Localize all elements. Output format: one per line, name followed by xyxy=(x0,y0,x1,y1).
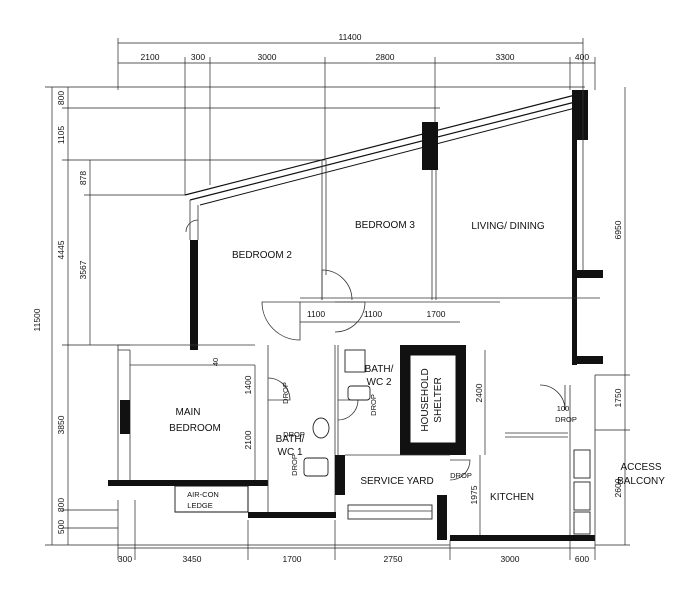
dim-top-5: 400 xyxy=(575,52,589,62)
label-drop-2: DROP xyxy=(369,394,378,416)
label-drop-1: DROP xyxy=(281,382,290,404)
dim-left-3: 3850 xyxy=(56,415,66,434)
label-aircon-ledge-line1: AIR-CON xyxy=(187,490,219,499)
dim-int-8: 40 xyxy=(211,358,220,366)
dim-int-5: 2400 xyxy=(474,383,484,402)
label-kitchen: KITCHEN xyxy=(490,492,534,503)
fixtures xyxy=(303,349,591,535)
dim-right-0: 6950 xyxy=(613,220,623,239)
dim-bottom-1: 3450 xyxy=(183,554,202,564)
dim-left-0: 800 xyxy=(56,91,66,105)
dim-int-1: 1100 xyxy=(364,309,383,319)
label-household-shelter-line2: SHELTER xyxy=(433,377,444,422)
dim-int-7: 100 xyxy=(557,404,570,413)
label-aircon-ledge-line2: LEDGE xyxy=(187,501,212,510)
dim-bottom-3: 2750 xyxy=(384,554,403,564)
dim-top-1: 300 xyxy=(191,52,205,62)
dim-int-2: 1700 xyxy=(427,309,446,319)
dim-left-2: 4445 xyxy=(56,240,66,259)
drop-labels: DROP DROP DROP DROP DROP DROP xyxy=(281,382,577,480)
label-drop-4: DROP xyxy=(290,454,299,476)
label-main-bedroom-line1: MAIN xyxy=(176,407,201,418)
dim-left-5: 500 xyxy=(56,520,66,534)
dim-left-total: 11500 xyxy=(32,308,42,331)
dim-bottom-2: 1700 xyxy=(283,554,302,564)
label-main-bedroom-line2: BEDROOM xyxy=(169,423,221,434)
label-drop-5: DROP xyxy=(555,415,577,424)
dim-bottom-0: 300 xyxy=(118,554,132,564)
doors xyxy=(185,219,566,481)
label-living-dining: LIVING/ DINING xyxy=(471,221,545,232)
dim-right-1: 1750 xyxy=(613,388,623,407)
dim-top-2: 3000 xyxy=(258,52,277,62)
dim-top-3: 2800 xyxy=(376,52,395,62)
room-labels: BEDROOM 2 BEDROOM 3 LIVING/ DINING MAIN … xyxy=(169,220,665,510)
dim-left-4: 800 xyxy=(56,498,66,512)
label-access-balcony-line2: BALCONY xyxy=(617,476,665,487)
dim-top-total: 11400 xyxy=(338,32,361,42)
label-bath-wc2-line2: WC 2 xyxy=(367,377,392,388)
walls xyxy=(108,90,603,541)
label-service-yard: SERVICE YARD xyxy=(360,476,433,487)
dimension-labels: 11400 2100 300 3000 2800 3300 400 300 34… xyxy=(32,32,623,564)
label-access-balcony-line1: ACCESS xyxy=(620,462,661,473)
dim-int-0: 1100 xyxy=(307,309,326,319)
dimension-lines xyxy=(45,38,630,560)
label-bath-wc2-line1: BATH/ xyxy=(365,364,394,375)
label-household-shelter-line1: HOUSEHOLD xyxy=(420,368,431,431)
dim-int-3: 1400 xyxy=(243,375,253,394)
dim-left-inner-1: 3567 xyxy=(78,260,88,279)
dim-int-6: 1975 xyxy=(469,485,479,504)
dim-bottom-5: 600 xyxy=(575,554,589,564)
dim-left-1: 1105 xyxy=(56,126,66,145)
label-drop-6: DROP xyxy=(450,471,472,480)
dim-int-4: 2100 xyxy=(243,430,253,449)
dim-bottom-4: 3000 xyxy=(501,554,520,564)
dim-top-0: 2100 xyxy=(141,52,160,62)
label-bedroom-3: BEDROOM 3 xyxy=(355,220,415,231)
label-bedroom-2: BEDROOM 2 xyxy=(232,250,292,261)
label-bath-wc1-line2: WC 1 xyxy=(278,447,303,458)
dim-right-2: 2600 xyxy=(613,478,623,497)
dim-left-inner-0: 878 xyxy=(78,171,88,185)
label-drop-3: DROP xyxy=(283,430,305,439)
dim-top-4: 3300 xyxy=(496,52,515,62)
label-bath-wc1-line1: BATH/ xyxy=(276,434,305,445)
